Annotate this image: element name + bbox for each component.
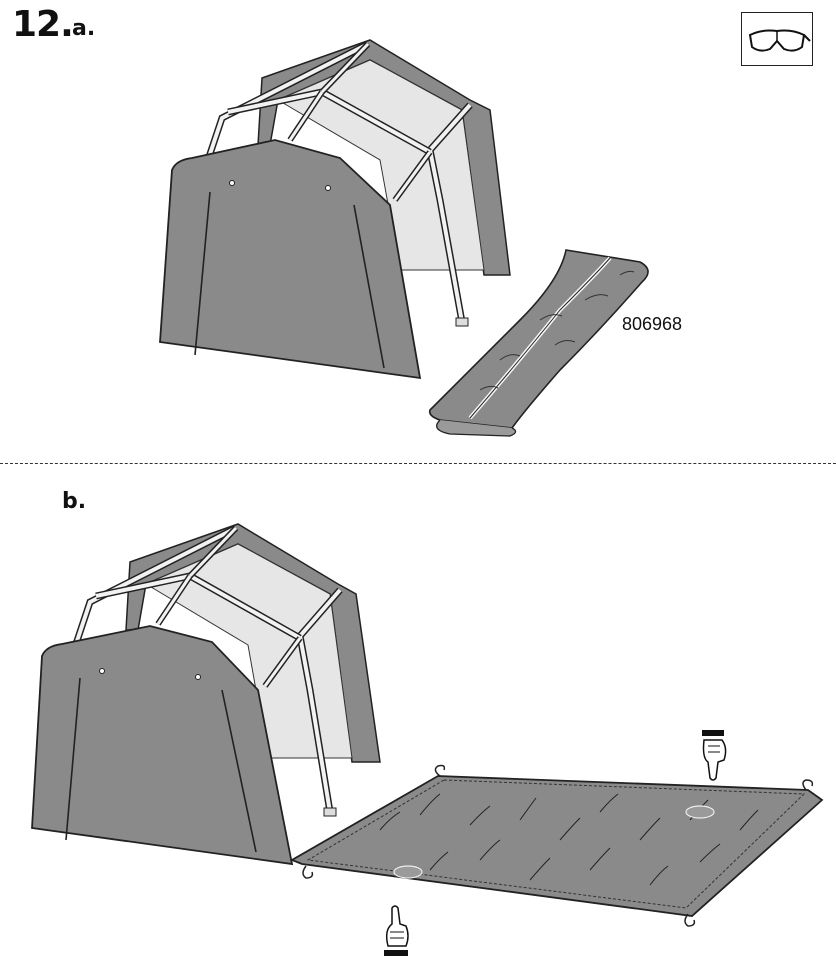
pointing-hand-up-icon	[384, 905, 409, 956]
rolled-cover-806968	[428, 249, 649, 437]
pointing-hand-down-icon	[702, 730, 727, 781]
substep-a-label: a.	[72, 16, 96, 41]
shelter-frame-a	[159, 39, 511, 380]
safety-goggles-icon	[741, 12, 813, 66]
section-divider	[0, 463, 836, 464]
part-code-label: 806968	[622, 314, 683, 334]
floor-tarp	[289, 764, 824, 927]
step-number: 12.	[12, 4, 74, 45]
substep-b-label: b.	[62, 489, 87, 514]
shelter-frame-b	[31, 523, 381, 866]
